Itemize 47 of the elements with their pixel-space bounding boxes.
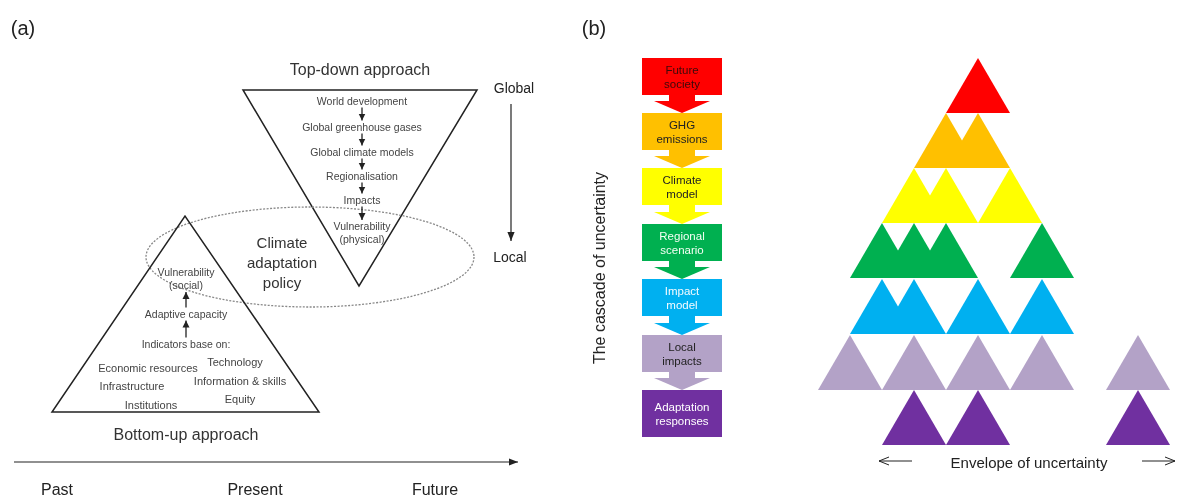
process-box: Climate model	[642, 168, 722, 205]
axis-title: The cascade of uncertainty	[591, 171, 609, 365]
step-label: Adaptive capacity	[144, 307, 228, 321]
block-arrow	[654, 150, 710, 168]
panel-label: (b)	[581, 16, 607, 40]
step-label: Vulnerability (physical)	[329, 220, 395, 246]
indicator-label: Institutions	[124, 399, 178, 411]
arrow	[358, 106, 366, 122]
policy-label: Climate adaptation policy	[245, 233, 319, 293]
step-label: Vulnerability (social)	[152, 266, 220, 292]
block-arrow	[654, 261, 710, 279]
approach-heading: Top-down approach	[289, 60, 431, 80]
arrow	[182, 319, 190, 339]
arrow	[358, 181, 366, 195]
process-box: Adaptation responses	[642, 390, 722, 437]
step-label: World development	[316, 94, 408, 108]
approach-heading: Bottom-up approach	[113, 425, 259, 445]
arrow	[358, 157, 366, 171]
indicator-label: Technology	[207, 356, 263, 368]
indicator-label: Economic resources	[98, 362, 198, 374]
time-label: Past	[41, 481, 73, 499]
scale-label: Local	[493, 249, 527, 265]
process-box: Future society	[642, 58, 722, 95]
block-arrow	[654, 205, 710, 224]
time-label: Present	[227, 481, 283, 499]
block-arrow	[654, 372, 710, 390]
panel-label: (a)	[10, 16, 36, 40]
process-box: Local impacts	[642, 335, 722, 372]
indicator-label: Infrastructure	[99, 380, 165, 392]
step-label: Global greenhouse gases	[302, 120, 422, 134]
process-box: Regional scenario	[642, 224, 722, 261]
arrow	[358, 205, 366, 221]
axis-title: Envelope of uncertainty	[950, 453, 1108, 471]
scale-label: Global	[493, 80, 535, 96]
arrow	[358, 132, 366, 147]
block-arrow	[654, 316, 710, 335]
process-box: GHG emissions	[642, 113, 722, 150]
step-label: Regionalisation	[326, 169, 398, 183]
process-box: Impact model	[642, 279, 722, 316]
step-label: Impacts	[343, 193, 381, 207]
indicator-label: Information & skills	[193, 375, 287, 387]
time-label: Future	[411, 481, 459, 499]
arrow	[182, 291, 190, 309]
step-label: Indicators base on:	[141, 337, 231, 351]
block-arrow	[654, 95, 710, 113]
indicator-label: Equity	[224, 393, 256, 405]
step-label: Global climate models	[310, 145, 414, 159]
